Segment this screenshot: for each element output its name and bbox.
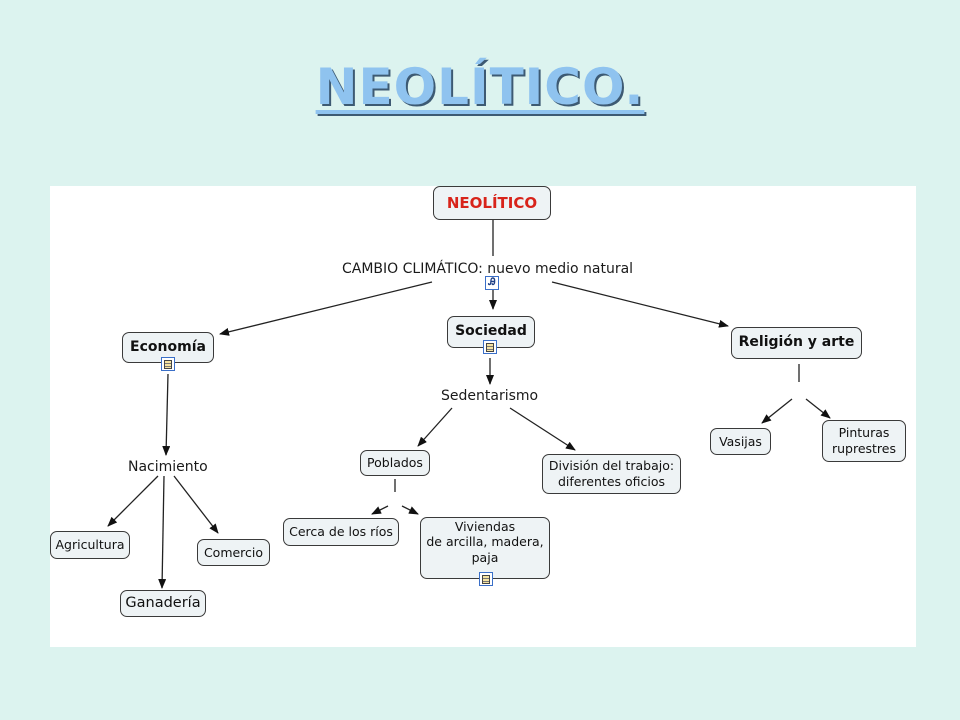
- division-line-1: División del trabajo:: [548, 458, 675, 474]
- node-pinturas[interactable]: Pinturas ruprestres: [822, 420, 906, 462]
- arrow-to-comercio: [173, 475, 219, 534]
- node-viviendas[interactable]: Viviendas de arcilla, madera, paja: [420, 517, 550, 579]
- node-neolitico[interactable]: NEOLÍTICO: [433, 186, 551, 220]
- document-icon[interactable]: [479, 572, 493, 586]
- pinturas-line-1: Pinturas: [838, 425, 890, 441]
- viviendas-line-1: Viviendas: [454, 518, 516, 534]
- arrow-to-pinturas: [805, 398, 831, 419]
- node-cerca-de-los-rios[interactable]: Cerca de los ríos: [283, 518, 399, 546]
- document-icon[interactable]: [161, 357, 175, 371]
- node-ganaderia[interactable]: Ganadería: [120, 590, 206, 617]
- arrow-to-viviendas: [401, 505, 419, 515]
- document-icon[interactable]: [483, 340, 497, 354]
- slide-title: NEOLÍTICO.: [315, 58, 645, 116]
- arrow-to-cerca: [371, 505, 389, 515]
- stick-figure-icon[interactable]: Ꭿ: [485, 276, 499, 290]
- phrase-nacimiento: Nacimiento: [126, 459, 210, 475]
- node-poblados[interactable]: Poblados: [360, 450, 430, 476]
- pinturas-line-2: ruprestres: [831, 441, 897, 456]
- arrow-to-religion: [551, 281, 729, 328]
- node-vasijas[interactable]: Vasijas: [710, 428, 771, 455]
- node-comercio[interactable]: Comercio: [197, 539, 270, 566]
- node-division-del-trabajo[interactable]: División del trabajo: diferentes oficios: [542, 454, 681, 494]
- division-line-2: diferentes oficios: [557, 474, 666, 489]
- arrow-to-poblados: [417, 407, 453, 447]
- phrase-sedentarismo: Sedentarismo: [439, 388, 541, 404]
- link-cambio-climatico: CAMBIO CLIMÁTICO: nuevo medio natural: [340, 261, 636, 277]
- node-agricultura[interactable]: Agricultura: [50, 531, 130, 559]
- arrow-to-agricultura: [107, 475, 159, 527]
- connector-lines: [107, 219, 831, 589]
- concept-map: NEOLÍTICO CAMBIO CLIMÁTICO: nuevo medio …: [50, 186, 916, 647]
- node-religion-y-arte[interactable]: Religión y arte: [731, 327, 862, 359]
- arrow-to-economia: [219, 281, 433, 336]
- arrow-to-division: [509, 407, 576, 451]
- viviendas-line-2: de arcilla, madera,: [426, 534, 544, 550]
- viviendas-line-3: paja: [471, 549, 499, 565]
- arrow-to-nacimiento: [162, 373, 171, 456]
- arrow-to-ganaderia: [158, 475, 167, 589]
- arrow-to-vasijas: [761, 398, 793, 424]
